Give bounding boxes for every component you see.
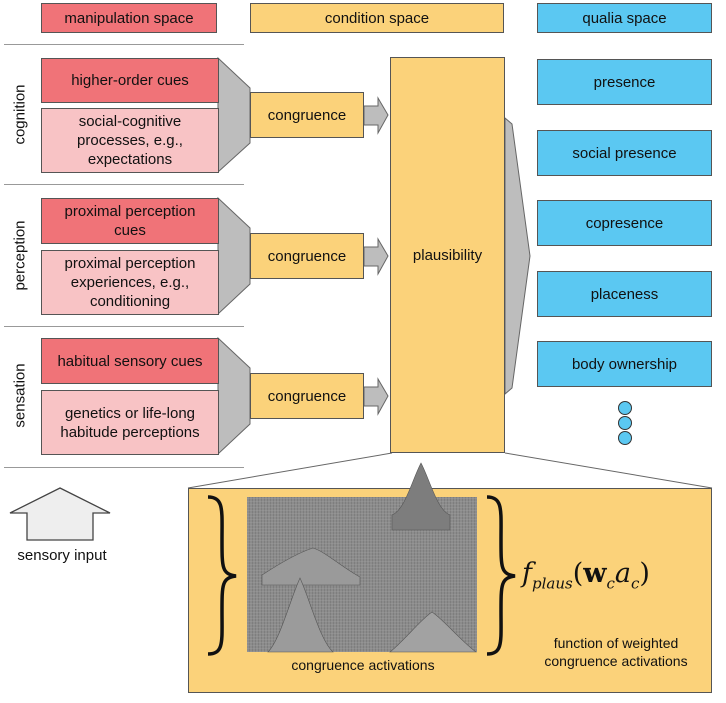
congruence-box-perception: congruence <box>250 233 364 279</box>
qualia-presence: presence <box>537 59 712 105</box>
plausibility-formula: fplaus(wcac) <box>522 558 650 593</box>
left-brace <box>207 495 237 656</box>
surface-peak <box>389 611 477 653</box>
header-condition-space: condition space <box>250 3 504 33</box>
cue-box-sensation: habitual sensory cues <box>41 338 219 384</box>
qualia-social-presence: social presence <box>537 130 712 176</box>
experience-box-cognition: social-cognitive processes, e.g., expect… <box>41 108 219 173</box>
arrow-cognition <box>363 96 389 135</box>
qualia-copresence: copresence <box>537 200 712 246</box>
separator <box>4 326 244 327</box>
formula-caption: function of weighted congruence activati… <box>544 635 688 669</box>
separator <box>4 44 244 45</box>
congruence-box-cognition: congruence <box>250 92 364 138</box>
qualia-body-ownership: body ownership <box>537 341 712 387</box>
surface-caption: congruence activations <box>291 657 435 673</box>
experience-box-sensation: genetics or life-long habitude perceptio… <box>41 390 219 455</box>
congruence-box-sensation: congruence <box>250 373 364 419</box>
header-manipulation-space: manipulation space <box>41 3 217 33</box>
plausibility-box: plausibility <box>390 57 505 453</box>
surface-peak <box>267 577 334 653</box>
experience-box-perception: proximal perception experiences, e.g., c… <box>41 250 219 315</box>
arrow-perception <box>363 237 389 276</box>
sensory-input-arrow <box>9 487 111 541</box>
surface-peak <box>261 547 361 586</box>
cue-box-cognition: higher-order cues <box>41 58 219 103</box>
qualia-placeness: placeness <box>537 271 712 317</box>
separator <box>4 184 244 185</box>
surface-peak <box>391 462 451 531</box>
arrow-sensation <box>363 377 389 416</box>
header-qualia-space: qualia space <box>537 3 712 33</box>
separator <box>4 467 244 468</box>
right-brace <box>486 495 516 656</box>
sensory-input-label: sensory input <box>17 547 107 564</box>
cue-box-perception: proximal perception cues <box>41 198 219 244</box>
arrow-plausibility-qualia <box>504 116 531 396</box>
